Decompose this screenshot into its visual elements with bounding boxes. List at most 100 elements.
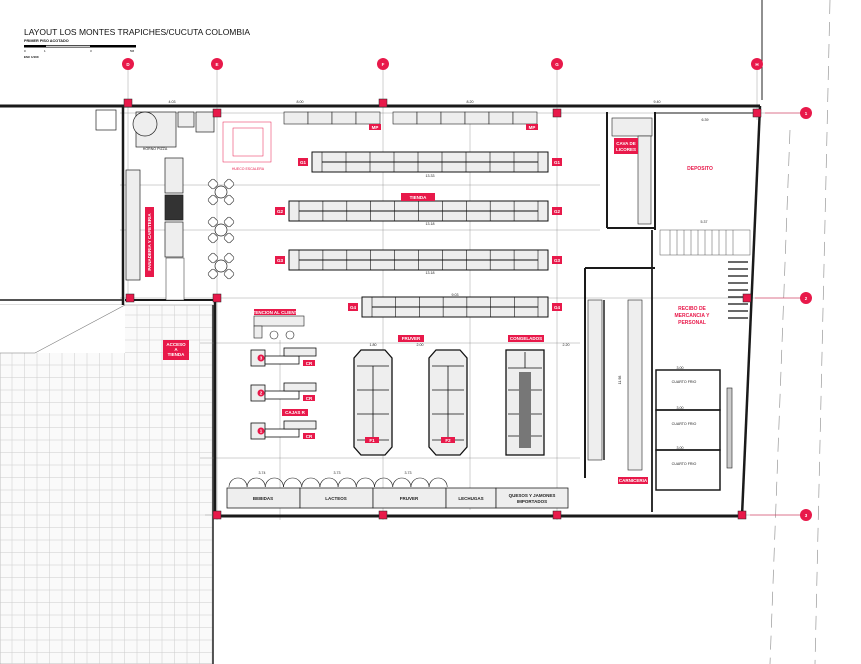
wall-shelf <box>283 111 309 125</box>
counter-fruver: FRUVER <box>400 496 419 501</box>
svg-text:PANADERIA Y CAFETERIA: PANADERIA Y CAFETERIA <box>147 213 152 271</box>
horno-label: HORNO PIZZA <box>143 147 168 151</box>
recibo-label-3: PERSONAL <box>678 320 706 326</box>
cafe-table <box>207 216 235 244</box>
carniceria-label: CARNICERIA <box>619 478 648 483</box>
deposito-label: DEPOSITO <box>687 166 713 172</box>
axis-1 <box>800 107 812 119</box>
badge-f2: F2 <box>445 438 451 443</box>
cafe-table <box>207 252 235 280</box>
bottom-counters <box>226 477 569 509</box>
svg-text:3: 3 <box>90 49 92 53</box>
svg-text:G2: G2 <box>554 209 561 214</box>
svg-text:1.80: 1.80 <box>370 343 377 347</box>
customer-service-desk <box>253 315 305 340</box>
badge-g3 <box>275 256 285 264</box>
svg-text:1: 1 <box>805 111 808 116</box>
acceso-label-2: A <box>174 347 178 352</box>
svg-text:13.18: 13.18 <box>426 271 435 275</box>
atencion-label: ATENCION AL CLIENTE <box>250 310 301 315</box>
counter-quesos: QUESOS Y JAMONES <box>509 493 556 498</box>
street-lines <box>769 0 831 664</box>
svg-text:CR: CR <box>306 361 313 366</box>
svg-text:13.18: 13.18 <box>426 222 435 226</box>
svg-text:2: 2 <box>805 296 808 301</box>
tienda-label: TIENDA <box>410 195 428 200</box>
cafeteria-tables <box>207 178 235 280</box>
cava-label-2: LICORES <box>616 147 636 152</box>
scale-bar: 0 1 3 5M ESC 1/100 <box>24 45 136 59</box>
svg-text:4.03: 4.03 <box>169 100 176 104</box>
svg-text:5M: 5M <box>130 49 135 53</box>
svg-text:F: F <box>382 62 385 67</box>
checkout-counter: 3CR <box>250 347 317 367</box>
svg-text:5.37: 5.37 <box>701 220 708 224</box>
svg-text:E: E <box>215 62 218 67</box>
wall-shelf <box>416 111 442 125</box>
cava-label-1: CAVA DE <box>616 141 635 146</box>
svg-text:3.00: 3.00 <box>677 406 684 410</box>
svg-text:3: 3 <box>260 356 263 361</box>
cafe-table <box>207 178 235 206</box>
acceso-label-3: TIENDA <box>168 352 186 357</box>
badge-cr <box>303 433 315 439</box>
svg-text:1: 1 <box>44 49 46 53</box>
svg-text:6.39: 6.39 <box>702 118 709 122</box>
badge-g1 <box>552 158 562 166</box>
svg-text:13.33: 13.33 <box>426 174 435 178</box>
plan-title: LAYOUT LOS MONTES TRAPICHES/CUCUTA COLOM… <box>24 27 250 37</box>
svg-text:CR: CR <box>306 396 313 401</box>
svg-text:3.73: 3.73 <box>334 471 341 475</box>
badge-mp-1: MP <box>372 125 379 130</box>
escalera-label: HUECO ESCALERA <box>232 167 265 171</box>
svg-text:G3: G3 <box>554 258 561 263</box>
cuarto-frio-1: CUARTO FRIO <box>672 380 697 384</box>
svg-text:D: D <box>126 62 130 67</box>
counter-importados: IMPORTADOS <box>517 499 547 504</box>
svg-text:3.73: 3.73 <box>405 471 412 475</box>
svg-text:G4: G4 <box>554 305 561 310</box>
svg-text:3.00: 3.00 <box>677 446 684 450</box>
freezers <box>353 349 545 456</box>
svg-text:2.00: 2.00 <box>417 343 424 347</box>
top-wall-shelves <box>283 111 538 125</box>
svg-text:H: H <box>755 62 758 67</box>
service-shelves <box>587 117 733 471</box>
svg-text:8.00: 8.00 <box>297 100 304 104</box>
svg-text:3.74: 3.74 <box>259 471 266 475</box>
wall-shelf <box>488 111 514 125</box>
axis-2 <box>800 292 812 304</box>
svg-text:0: 0 <box>24 49 26 53</box>
patio-grid <box>0 304 214 664</box>
svg-text:G2: G2 <box>277 209 284 214</box>
cuarto-frio-2: CUARTO FRIO <box>672 422 697 426</box>
badge-mp-2: MP <box>529 125 536 130</box>
badge-g3 <box>552 256 562 264</box>
axis-d <box>122 58 134 70</box>
counter-lacteos: LACTEOS <box>325 496 347 501</box>
axis-3 <box>800 509 812 521</box>
fruver-label: FRUVER <box>402 336 421 341</box>
congelados-label: CONGELADOS <box>510 336 542 341</box>
badge-g1 <box>298 158 308 166</box>
checkout-counter: 2CR <box>250 382 317 402</box>
badge-g2 <box>275 207 285 215</box>
wall-shelf <box>440 111 466 125</box>
stairs <box>165 121 751 319</box>
wall-shelf <box>355 111 381 125</box>
svg-text:G1: G1 <box>554 160 561 165</box>
svg-text:G: G <box>555 62 559 67</box>
svg-text:8.20: 8.20 <box>467 100 474 104</box>
axis-f <box>377 58 389 70</box>
svg-text:9.03: 9.03 <box>452 293 459 297</box>
panaderia-label: PANADERIA Y CAFETERIA <box>145 207 154 277</box>
dimension-labels: 4.03 8.00 8.20 9.40 13.33 13.18 13.18 9.… <box>169 100 709 475</box>
svg-text:11.98: 11.98 <box>618 376 622 385</box>
bakery-counters <box>95 109 215 281</box>
badge-cr <box>303 360 315 366</box>
